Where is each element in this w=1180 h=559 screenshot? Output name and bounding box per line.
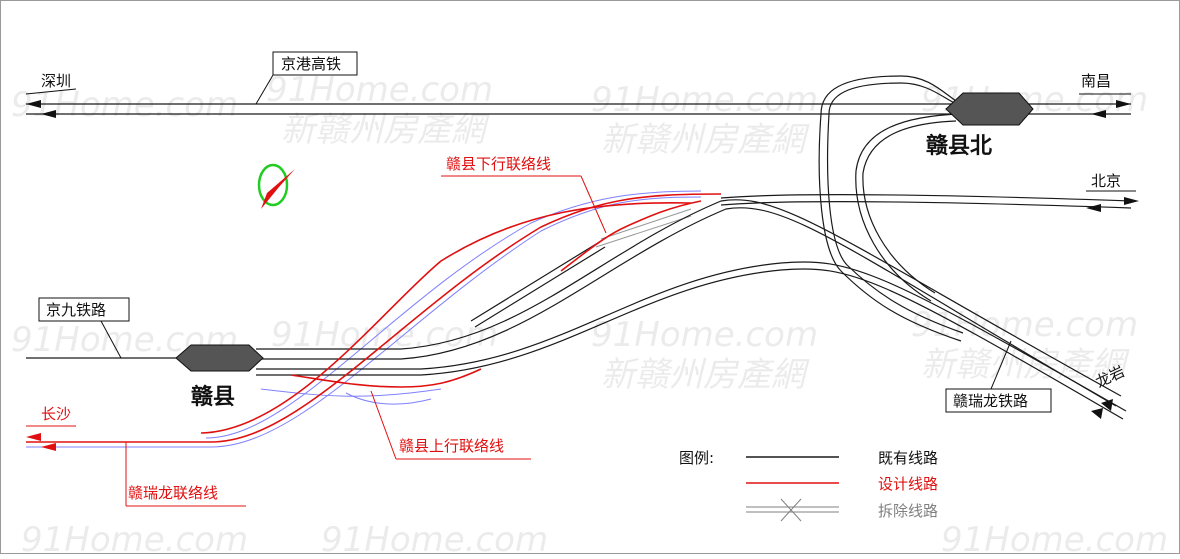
watermark-script: 91Home.com bbox=[266, 70, 493, 110]
cross-mark-icon bbox=[780, 498, 802, 522]
legend-existing: 既有线路 bbox=[878, 449, 938, 467]
leader-line bbox=[255, 74, 274, 105]
watermark-script: 91Home.com bbox=[911, 305, 1138, 345]
watermark-brand: 新赣州房產網 bbox=[281, 110, 490, 150]
beijing-line bbox=[720, 200, 1132, 209]
removed-line bbox=[205, 190, 702, 439]
arrow-left-icon bbox=[26, 433, 41, 441]
watermark-script: 91Home.com bbox=[591, 80, 818, 120]
removed-line bbox=[600, 208, 692, 240]
jingjiu-track bbox=[256, 207, 1117, 407]
north-spur bbox=[855, 113, 962, 302]
ganruilong-track bbox=[256, 268, 1124, 420]
watermark-script: 91Home.com bbox=[321, 520, 548, 555]
leader-line bbox=[25, 88, 77, 95]
designed-line bbox=[560, 200, 702, 272]
jingjiu-track bbox=[256, 199, 1122, 397]
ganruilong-track bbox=[256, 261, 1127, 412]
watermark-brand: 新赣州房產網 bbox=[601, 120, 810, 160]
label-jinggang: 京港高铁 bbox=[281, 55, 341, 73]
direction-nanchang: 南昌 bbox=[1081, 72, 1111, 90]
station-label-ganxian-north: 赣县北 bbox=[926, 133, 992, 159]
leader-line bbox=[100, 320, 122, 359]
arrow-right-icon bbox=[1101, 399, 1113, 411]
arrow-left-icon bbox=[41, 110, 56, 118]
designed-line bbox=[200, 201, 692, 434]
arrow-left-icon bbox=[1091, 110, 1106, 118]
watermark-script: 91Home.com bbox=[591, 315, 818, 355]
designed-line bbox=[290, 368, 482, 388]
label-box bbox=[272, 51, 358, 76]
removed-line bbox=[595, 215, 692, 248]
station-label-ganxian: 赣县 bbox=[191, 384, 235, 410]
removed-line bbox=[260, 388, 442, 397]
north-loop bbox=[818, 113, 962, 342]
leader-line bbox=[990, 340, 1012, 390]
designed-lines bbox=[26, 193, 722, 443]
label-jingjiu: 京九铁路 bbox=[46, 301, 106, 319]
old-track bbox=[474, 246, 606, 328]
compass-icon bbox=[257, 163, 295, 209]
watermark-brand: 新赣州房產網 bbox=[921, 345, 1130, 385]
north-loop bbox=[820, 75, 962, 115]
label-down-link: 赣县下行联络线 bbox=[446, 155, 551, 173]
arrow-left-icon bbox=[41, 443, 56, 451]
north-spur bbox=[862, 120, 957, 294]
north-loop bbox=[826, 113, 964, 334]
arrow-left-icon bbox=[1091, 408, 1103, 419]
label-ganruilong-link: 赣瑞龙联络线 bbox=[128, 484, 218, 502]
leader-line bbox=[580, 175, 607, 234]
direction-beijing: 北京 bbox=[1091, 172, 1121, 190]
watermark: 91Home.com 91Home.com 91Home.com 91Home.… bbox=[11, 70, 1168, 559]
ganxian-station-marker bbox=[175, 344, 264, 372]
old-track bbox=[470, 240, 602, 322]
designed-line bbox=[26, 193, 722, 443]
label-box bbox=[945, 388, 1052, 413]
arrow-right-icon bbox=[1116, 100, 1131, 108]
watermark-script: 91Home.com bbox=[11, 85, 238, 125]
existing-lines bbox=[26, 75, 1132, 420]
removed-lines bbox=[26, 190, 702, 448]
arrow-left-icon bbox=[1086, 204, 1101, 212]
legend-designed: 设计线路 bbox=[878, 475, 938, 493]
arrow-left-icon bbox=[26, 100, 41, 108]
label-up-link: 赣县上行联络线 bbox=[399, 437, 504, 455]
legend: 图例: 既有线路 设计线路 拆除线路 bbox=[679, 449, 938, 522]
ganxian-north-station-marker bbox=[945, 92, 1034, 126]
removed-line bbox=[345, 392, 432, 405]
leader-line bbox=[370, 390, 397, 460]
arrow-right-icon bbox=[1124, 197, 1139, 205]
legend-title: 图例: bbox=[679, 449, 714, 467]
direction-markers: 深圳 南昌 北京 龙岩 长沙 bbox=[25, 72, 1139, 451]
watermark-script: 91Home.com bbox=[941, 520, 1168, 555]
removed-line bbox=[26, 196, 702, 448]
watermark-script: 91Home.com bbox=[21, 520, 248, 555]
direction-shenzhen: 深圳 bbox=[41, 72, 71, 90]
legend-removed: 拆除线路 bbox=[878, 502, 938, 520]
direction-changsha: 长沙 bbox=[41, 405, 71, 423]
label-box bbox=[38, 297, 130, 322]
watermark-brand: 新赣州房產網 bbox=[601, 355, 810, 395]
north-loop bbox=[828, 82, 957, 115]
label-ganruilong-rail: 赣瑞龙铁路 bbox=[953, 392, 1028, 410]
beijing-line bbox=[720, 193, 1132, 202]
